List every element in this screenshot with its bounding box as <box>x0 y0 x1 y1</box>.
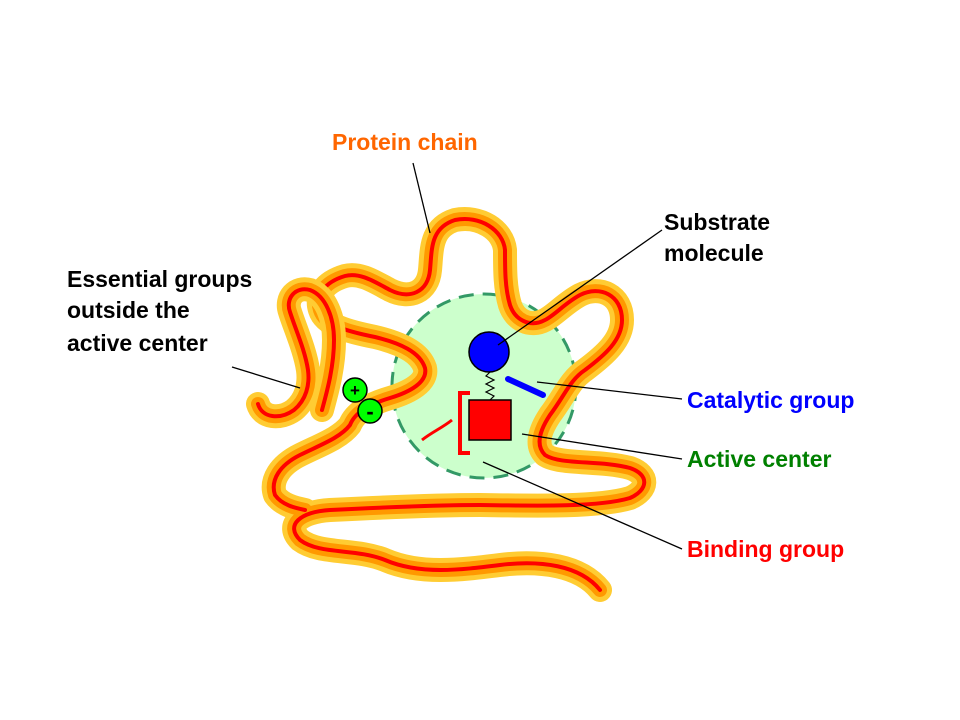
charge-plus: + <box>342 377 368 403</box>
label-essential-line1: Essential groups <box>67 266 252 292</box>
binding-group-bracket <box>458 391 470 455</box>
label-binding-group: Binding group <box>687 536 844 562</box>
substrate-molecule <box>468 331 510 373</box>
label-protein-chain: Protein chain <box>332 129 478 155</box>
leader-active-center <box>521 433 683 460</box>
leader-essential-groups <box>231 366 301 389</box>
leader-binding-group <box>482 461 683 550</box>
label-essential-line3: active center <box>67 330 208 356</box>
label-substrate-line1: Substrate <box>664 209 770 235</box>
label-essential-line2: outside the <box>67 297 190 323</box>
binding-square <box>468 399 512 441</box>
leader-catalytic-group <box>536 381 683 400</box>
charge-minus-sign: - <box>366 399 373 424</box>
leader-protein-chain <box>412 162 431 234</box>
binding-linker <box>421 418 453 442</box>
label-active-center: Active center <box>687 446 832 472</box>
bond-zigzag <box>484 371 496 401</box>
leader-substrate <box>497 229 663 346</box>
catalytic-group-mark <box>505 376 546 398</box>
charge-minus: - <box>357 398 383 424</box>
label-catalytic-group: Catalytic group <box>687 387 854 413</box>
label-substrate-line2: molecule <box>664 240 764 266</box>
charge-plus-sign: + <box>350 381 360 400</box>
